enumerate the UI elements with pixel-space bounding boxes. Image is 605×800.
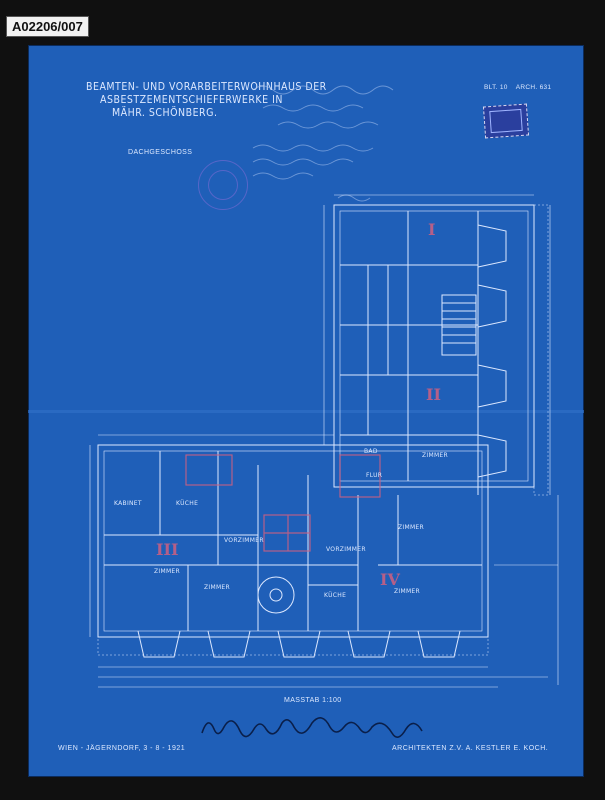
room-zimmer-mid: ZIMMER xyxy=(204,584,230,591)
room-bad: BAD xyxy=(364,448,378,455)
official-seal xyxy=(198,160,248,210)
main-block-outline xyxy=(97,444,489,638)
architect-signature xyxy=(201,717,423,738)
room-zimmer-right-top: ZIMMER xyxy=(398,524,424,531)
room-zimmer-left: ZIMMER xyxy=(154,568,180,575)
handwriting-scribble xyxy=(252,85,394,202)
room-kabinet: KABINET xyxy=(114,500,142,507)
apartment-mark-4: IV xyxy=(380,570,400,589)
title-line-3: MÄHR. SCHÖNBERG. xyxy=(112,107,218,119)
room-vorzimmer-left: VORZIMMER xyxy=(224,537,264,544)
scale-label: MASSTAB 1:100 xyxy=(284,697,342,704)
apartment-mark-3: III xyxy=(156,540,178,559)
apartment-mark-2: II xyxy=(426,385,441,404)
floor-plan: I II III IV KABINET KÜCHE VORZIMMER VORZ… xyxy=(89,194,559,688)
room-zimmer-right: ZIMMER xyxy=(394,588,420,595)
title-line-2: ASBESTZEMENTSCHIEFERWERKE IN xyxy=(100,94,283,106)
room-kuche-mid: KÜCHE xyxy=(324,592,346,599)
archive-number: ARCH. 631 xyxy=(515,84,552,91)
fold-line xyxy=(28,410,584,413)
room-kuche-left: KÜCHE xyxy=(176,500,198,507)
room-zimmer-wing: ZIMMER xyxy=(422,452,448,459)
floor-label: DACHGESCHOSS xyxy=(128,149,193,156)
place-date: WIEN - JÄGERNDORF, 3 - 8 - 1921 xyxy=(58,745,186,752)
sheet-number: BLT. 10 xyxy=(484,84,508,91)
archive-label: A02206/007 xyxy=(6,16,89,37)
room-vorzimmer-mid: VORZIMMER xyxy=(326,546,366,553)
sheet-reference: BLT. 10 ARCH. 631 xyxy=(484,84,551,91)
title-block: BEAMTEN- UND VORARBEITERWOHNHAUS DER ASB… xyxy=(86,81,327,120)
blueprint-sheet: BEAMTEN- UND VORARBEITERWOHNHAUS DER ASB… xyxy=(28,45,584,777)
official-seal-inner xyxy=(208,170,238,200)
title-line-1: BEAMTEN- UND VORARBEITERWOHNHAUS DER xyxy=(86,81,327,93)
apartment-mark-1: I xyxy=(428,220,435,239)
handwritten-notes xyxy=(248,70,468,210)
architects-credit: ARCHITEKTEN Z.V. A. KESTLER E. KOCH. xyxy=(392,745,549,752)
room-flur: FLUR xyxy=(366,472,382,479)
east-wing-outline xyxy=(333,204,535,488)
